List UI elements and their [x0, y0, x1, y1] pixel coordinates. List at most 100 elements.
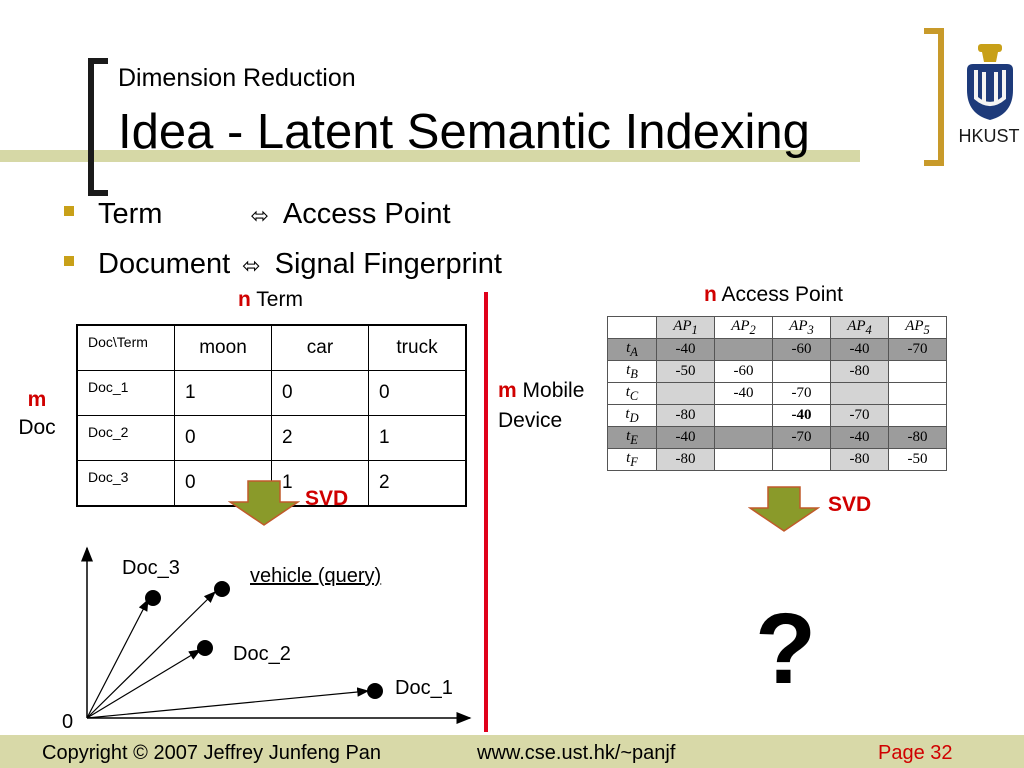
column-header: car: [271, 324, 369, 371]
corner-cell: Doc\Term: [76, 324, 175, 371]
document-vector-plot: [81, 546, 472, 724]
point-query: [214, 581, 230, 597]
point-doc1: [367, 683, 383, 699]
column-header: AP4: [830, 316, 889, 339]
table-cell: 0: [174, 415, 272, 461]
vector-doc3: [86, 598, 149, 719]
point-doc2: [197, 640, 213, 656]
table-row: tF -80 -80 -50: [607, 448, 947, 471]
table-cell: -60: [772, 338, 831, 361]
point-doc3: [145, 590, 161, 606]
footer-copyright: Copyright © 2007 Jeffrey Junfeng Pan: [42, 742, 382, 764]
table-cell: [656, 382, 715, 405]
table-cell: 1: [271, 460, 369, 507]
unknown-result-mark: ?: [755, 593, 817, 705]
label-doc2: Doc_2: [233, 643, 291, 665]
table-cell: [772, 360, 831, 383]
table-cell: 1: [174, 370, 272, 416]
table-cell: -60: [714, 360, 773, 383]
table-cell: [714, 404, 773, 427]
right-bracket-decoration: [924, 28, 944, 166]
bullet-document: Document⬄Signal Fingerprint: [64, 248, 502, 281]
footer-url: www.cse.ust.hk/~panjf: [477, 742, 676, 764]
table-cell: -80: [656, 404, 715, 427]
double-arrow-icon: ⬄: [242, 253, 261, 278]
row-header: tC: [607, 382, 657, 405]
footer-band: [0, 735, 1024, 768]
table-row: Doc_1 1 0 0: [76, 370, 467, 416]
table-cell: -80: [830, 360, 889, 383]
table-cell: 2: [368, 460, 467, 507]
table-cell: [888, 360, 947, 383]
hkust-logo-icon: [967, 44, 1013, 120]
label-doc3: Doc_3: [122, 557, 180, 579]
term-document-table: Doc\Term moon car truck Doc_1 1 0 0 Doc_…: [76, 324, 467, 507]
table-cell: -40: [656, 338, 715, 361]
table-cell: -70: [830, 404, 889, 427]
row-header: tD: [607, 404, 657, 427]
header-decor-band: [0, 150, 860, 162]
row-header: tB: [607, 360, 657, 383]
row-header: Doc_3: [76, 460, 175, 507]
table-row: tC -40 -70: [607, 382, 947, 405]
table-cell: -80: [888, 426, 947, 449]
table-row: tD -80 -40 -70: [607, 404, 947, 427]
section-divider: [484, 292, 488, 732]
table-cell: [714, 338, 773, 361]
table-cell: -70: [888, 338, 947, 361]
label-origin: 0: [62, 711, 74, 733]
slide-subtitle: Dimension Reduction: [118, 64, 356, 92]
row-header: Doc_2: [76, 415, 175, 461]
bullet-square-icon: [64, 256, 74, 267]
slide-title: Idea - Latent Semantic Indexing: [118, 105, 810, 159]
column-header: AP1: [656, 316, 715, 339]
column-header: AP5: [888, 316, 947, 339]
table-cell: [714, 448, 773, 471]
logo-text: HKUST: [958, 126, 1020, 146]
footer-page-number: Page 32: [878, 742, 953, 764]
table-cell: -50: [656, 360, 715, 383]
table-cell: -40: [830, 426, 889, 449]
vector-query: [86, 591, 216, 719]
svd-label-right: SVD: [828, 493, 872, 516]
table-cell: [888, 404, 947, 427]
table-cell: [714, 426, 773, 449]
table-cell: -70: [772, 426, 831, 449]
table-cell: -40: [714, 382, 773, 405]
table-cell: 2: [271, 415, 369, 461]
table-row: AP1 AP2 AP3 AP4 AP5: [607, 316, 947, 339]
doc-count-label: m Doc: [18, 388, 56, 439]
table-cell: -40: [656, 426, 715, 449]
table-cell: -40: [772, 404, 831, 427]
bullet-square-icon: [64, 206, 74, 217]
table-cell: 0: [368, 370, 467, 416]
table-cell: 1: [368, 415, 467, 461]
label-doc1: Doc_1: [395, 677, 453, 699]
vector-doc1: [86, 687, 370, 719]
left-bracket-decoration: [88, 58, 108, 196]
row-header: tA: [607, 338, 657, 361]
table-row: Doc\Term moon car truck: [76, 324, 467, 371]
svd-label-left: SVD: [305, 487, 349, 510]
signal-fingerprint-table: AP1 AP2 AP3 AP4 AP5 tA -40 -60 -40 -70 t…: [607, 316, 947, 471]
row-header: Doc_1: [76, 370, 175, 416]
table-row: tA -40 -60 -40 -70: [607, 338, 947, 361]
access-point-count-label: n Access Point: [704, 283, 843, 306]
term-count-label: n Term: [238, 288, 303, 311]
table-cell: -40: [830, 338, 889, 361]
table-cell: [830, 382, 889, 405]
bullet-term: Term⬄Access Point: [64, 198, 451, 231]
table-cell: 0: [271, 370, 369, 416]
table-cell: -80: [656, 448, 715, 471]
column-header: moon: [174, 324, 272, 371]
corner-cell: [607, 316, 657, 339]
table-cell: -70: [772, 382, 831, 405]
vector-doc2: [86, 649, 202, 719]
double-arrow-icon: ⬄: [250, 203, 269, 228]
svd-down-arrow-icon: [748, 486, 820, 532]
table-row: tB -50 -60 -80: [607, 360, 947, 383]
table-cell: [772, 448, 831, 471]
column-header: truck: [368, 324, 467, 371]
table-row: Doc_3 0 1 2: [76, 460, 467, 507]
column-header: AP3: [772, 316, 831, 339]
